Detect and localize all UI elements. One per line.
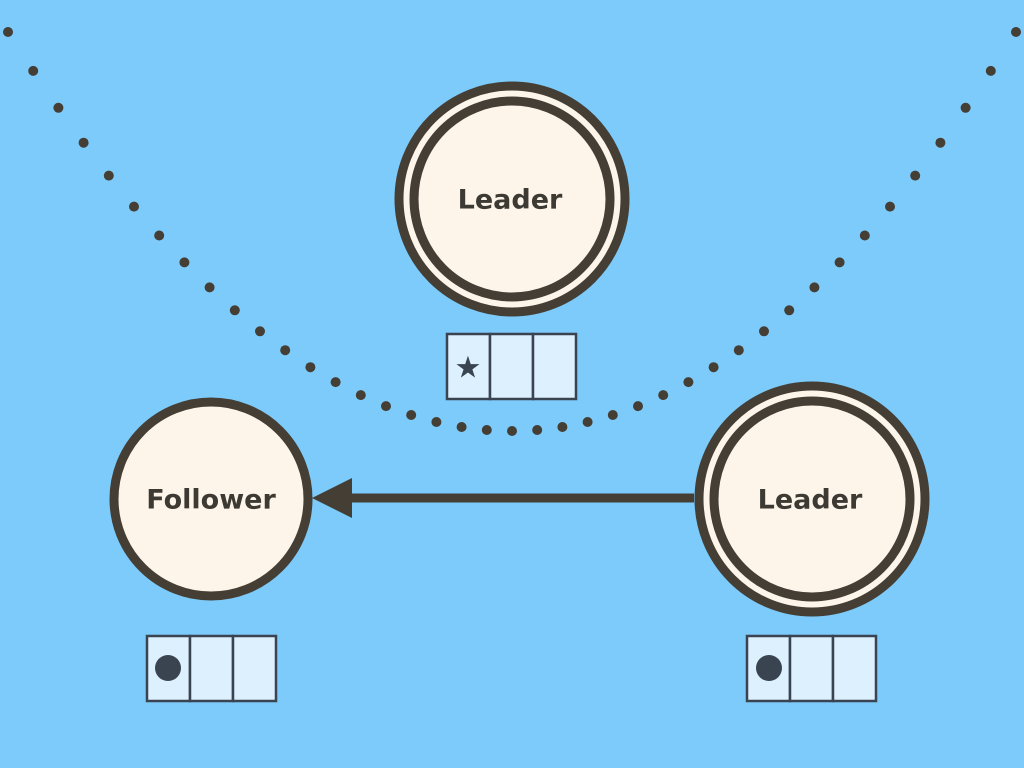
node-label: Leader xyxy=(758,485,863,516)
boundary-dot xyxy=(3,27,13,37)
boundary-dot xyxy=(507,426,517,436)
boundary-dot xyxy=(1011,27,1021,37)
boundary-dot xyxy=(834,257,845,268)
log-right-leader xyxy=(745,634,878,703)
log-entry-2 xyxy=(188,634,235,703)
boundary-dot xyxy=(557,422,568,432)
log-entry-2 xyxy=(788,634,835,703)
boundary-dot xyxy=(355,390,366,401)
node-right-leader: Leader xyxy=(694,381,930,617)
boundary-dot xyxy=(809,282,820,293)
log-entry-2 xyxy=(488,332,535,401)
boundary-dot xyxy=(633,401,643,412)
boundary-dot xyxy=(733,345,744,356)
node-label: Follower xyxy=(146,485,276,516)
node-ring xyxy=(109,397,313,601)
star-marker-icon: ★ xyxy=(455,351,482,386)
boundary-dot xyxy=(784,305,795,316)
boundary-dot xyxy=(78,137,89,148)
boundary-dot xyxy=(859,230,870,241)
dot-marker-icon xyxy=(756,655,782,681)
boundary-dot xyxy=(255,326,265,337)
boundary-dot xyxy=(708,362,719,373)
boundary-dot xyxy=(28,65,39,76)
boundary-dot xyxy=(885,201,895,212)
boundary-dot xyxy=(532,425,543,435)
boundary-dot xyxy=(658,390,669,401)
log-entry-3 xyxy=(831,634,878,703)
boundary-dot xyxy=(985,65,996,76)
boundary-dot xyxy=(683,377,694,388)
boundary-dot xyxy=(456,422,467,432)
log-left-follower xyxy=(145,634,278,703)
partition-boundary-arc xyxy=(3,27,1021,436)
boundary-dot xyxy=(229,305,240,316)
boundary-dot xyxy=(431,417,442,427)
log-entry-3 xyxy=(531,332,578,401)
boundary-dot xyxy=(406,410,417,420)
boundary-dot xyxy=(305,362,316,373)
replication-arrow xyxy=(312,478,694,518)
boundary-dot xyxy=(381,401,391,412)
node-label: Leader xyxy=(458,185,563,216)
boundary-dot xyxy=(960,102,971,113)
node-inner-ring xyxy=(709,396,915,602)
boundary-dot xyxy=(53,102,64,113)
boundary-dot xyxy=(759,326,769,337)
log-entry-3 xyxy=(231,634,278,703)
boundary-dot xyxy=(280,345,291,356)
node-top-leader: Leader xyxy=(394,81,630,317)
arrow-head xyxy=(312,478,352,518)
boundary-dot xyxy=(129,201,139,212)
boundary-dot xyxy=(103,170,114,181)
boundary-dot xyxy=(935,137,946,148)
boundary-dot xyxy=(179,257,190,268)
node-inner-ring xyxy=(409,96,615,302)
boundary-dot xyxy=(910,170,921,181)
boundary-dot xyxy=(481,425,492,435)
boundary-dot xyxy=(330,377,341,388)
log-entry-1 xyxy=(445,332,492,401)
dot-marker-icon xyxy=(155,655,181,681)
boundary-dot xyxy=(607,410,618,420)
boundary-dot xyxy=(204,282,215,293)
node-left-follower: Follower xyxy=(109,397,313,601)
boundary-dot xyxy=(582,417,593,427)
boundary-dot xyxy=(154,230,165,241)
log-top-leader: ★ xyxy=(445,332,578,401)
